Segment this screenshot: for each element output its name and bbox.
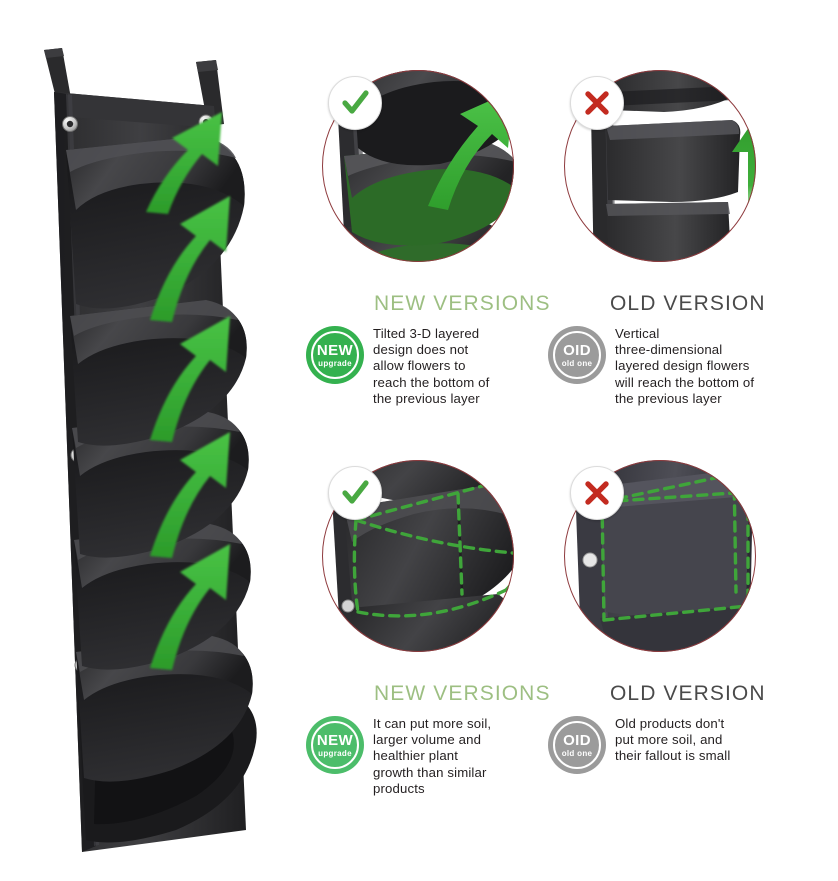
stamp-subtitle: old one (561, 358, 593, 368)
comparison-grid: NEW VERSIONS NEW upgrade Tilted 3-D laye… (300, 0, 838, 876)
check-icon (328, 76, 382, 130)
stamp-title: OID (563, 731, 591, 749)
arrow-3 (150, 432, 230, 558)
old-layer-design-text: Vertical three-dimensional layered desig… (615, 326, 755, 406)
heading-new-versions: NEW VERSIONS (374, 682, 551, 705)
old-one-stamp: OID old one (548, 716, 606, 774)
stamp-subtitle: upgrade (318, 748, 352, 758)
new-layer-design-text: Tilted 3-D layered design does not allow… (373, 326, 490, 406)
vertical-planter-illustration (44, 48, 257, 852)
new-layer-design-body: NEW upgrade Tilted 3-D layered design do… (306, 326, 489, 407)
cross-icon (570, 76, 624, 130)
comparison-cell-old-layer-design: OLD VERSION OID old one Vertical three-d… (548, 70, 808, 406)
comparison-cell-old-soil-volume: OLD VERSION OID old one Old products don… (548, 460, 808, 774)
comparison-cell-new-soil-volume: NEW VERSIONS NEW upgrade It can put more… (306, 460, 566, 796)
planter-pockets (66, 136, 257, 843)
new-upgrade-stamp: NEW upgrade (306, 326, 364, 384)
heading-old-version: OLD VERSION (610, 292, 766, 315)
hanging-straps (44, 48, 224, 126)
photo-new-large-volume (322, 460, 514, 652)
old-one-stamp: OID old one (548, 326, 606, 384)
product-hero-image (0, 0, 300, 876)
stamp-title: NEW (316, 731, 354, 749)
heading-new-versions: NEW VERSIONS (374, 292, 551, 315)
stamp-subtitle: upgrade (318, 358, 352, 368)
check-icon (328, 466, 382, 520)
photo-old-vertical-layers (564, 70, 756, 262)
stamp-title: OID (563, 341, 591, 359)
arrow-5 (146, 112, 222, 214)
vertical-pocket-art (564, 70, 756, 262)
old-layer-design-body: OID old one Vertical three-dimensional l… (548, 326, 754, 407)
new-upgrade-stamp: NEW upgrade (306, 716, 364, 774)
stamp-title: NEW (316, 341, 354, 359)
photo-old-small-volume (564, 460, 756, 652)
comparison-cell-new-layer-design: NEW VERSIONS NEW upgrade Tilted 3-D laye… (306, 70, 566, 406)
new-soil-volume-body: NEW upgrade It can put more soil, larger… (306, 716, 491, 797)
cross-icon (570, 466, 624, 520)
photo-new-tilted-layers (322, 70, 514, 262)
old-soil-volume-body: OID old one Old products don't put more … (548, 716, 730, 774)
stamp-subtitle: old one (561, 748, 593, 758)
airflow-arrows (146, 112, 230, 670)
arrow-4 (150, 544, 230, 670)
heading-old-version: OLD VERSION (610, 682, 766, 705)
old-soil-volume-text: Old products don't put more soil, and th… (615, 716, 731, 764)
arrow-1 (150, 196, 230, 322)
new-soil-volume-text: It can put more soil, larger volume and … (373, 716, 492, 796)
arrow-2 (150, 316, 230, 442)
